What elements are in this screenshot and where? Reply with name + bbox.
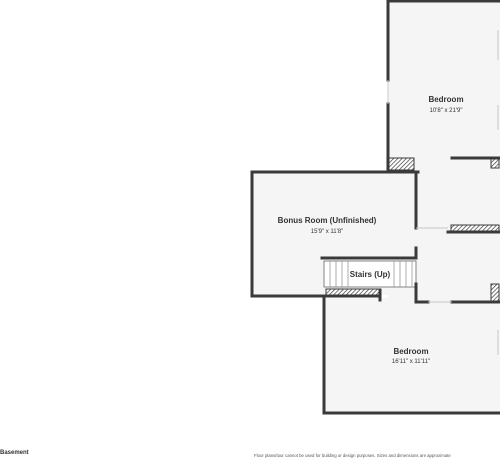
hatched-areas bbox=[325, 157, 500, 303]
bedroom-upper-dims: 10'8" x 21'9" bbox=[430, 108, 463, 114]
bedroom-upper-label: Bedroom bbox=[428, 95, 463, 104]
bonus-room-label: Bonus Room (Unfinished) bbox=[278, 216, 377, 225]
bonus-room-dims: 15'9" x 11'8" bbox=[311, 229, 343, 235]
bedroom-lower-dims: 16'11" x 11'11" bbox=[392, 359, 430, 365]
floor-label: Basement bbox=[0, 450, 29, 456]
walls bbox=[250, 0, 500, 415]
bedroom-lower-label: Bedroom bbox=[393, 347, 428, 356]
stairs-treads bbox=[323, 260, 417, 288]
floor-fills bbox=[252, 0, 500, 412]
windows bbox=[387, 30, 499, 355]
bedroom-lower-floor bbox=[324, 298, 500, 412]
disclaimer-text: Floor plans/tour cannot be used for buil… bbox=[254, 453, 451, 458]
stairs-label: Stairs (Up) bbox=[350, 270, 391, 279]
